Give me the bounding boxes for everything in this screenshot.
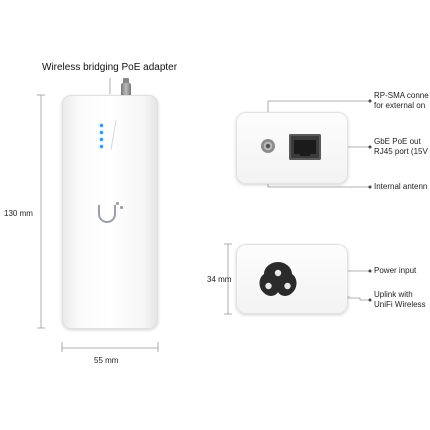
rp-sma-connector-tip (123, 78, 129, 84)
rp-sma-label: RP-SMA conne (374, 91, 429, 100)
uplink-indicator-icon (347, 296, 350, 299)
device-title: Wireless bridging PoE adapter (42, 62, 178, 73)
height-label: 130 mm (4, 209, 33, 218)
unifi-logo-dot-icon (120, 206, 123, 209)
depth-label: 34 mm (207, 275, 232, 284)
rp-sma-port-icon (261, 139, 275, 153)
status-led (100, 124, 103, 127)
power-input-label: Power input (374, 266, 417, 275)
internal-antenna-label: Internal antenn (374, 182, 428, 191)
rj45-port-tab (300, 151, 310, 156)
rj45-port-opening (294, 140, 316, 154)
power-input-icon (259, 262, 297, 296)
unifi-logo-dot-icon (116, 202, 119, 205)
status-led (100, 138, 103, 141)
gbe-label: GbE PoE out (374, 137, 421, 146)
gbe-label-line2: RJ45 port (15V (374, 147, 428, 156)
width-label: 55 mm (94, 356, 119, 365)
status-led (100, 145, 103, 148)
rp-sma-connector (121, 83, 131, 97)
uplink-callout-line (350, 297, 370, 301)
uplink-label: Uplink with (374, 290, 413, 299)
unifi-logo-icon (98, 205, 116, 223)
uplink-label-line2: UniFi Wireless (374, 300, 426, 309)
status-led (100, 131, 103, 134)
rp-sma-label-line2: for external on (374, 101, 426, 110)
